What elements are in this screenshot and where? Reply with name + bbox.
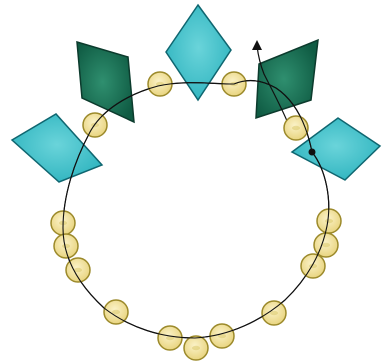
dark-diamond-left [77,42,134,122]
seed-bead-hole [325,219,333,223]
seed-bead-group [51,72,341,360]
seed-bead-hole [270,311,278,315]
seed-bead-hole [74,268,82,272]
seed-bead-hole [322,243,330,247]
thread-arrow-icon [252,40,262,50]
seed-bead-hole [112,310,120,314]
teal-diamond-group [12,5,380,182]
seed-bead-hole [62,244,70,248]
seed-bead-hole [192,346,200,350]
teal-diamond-top [166,5,231,100]
seed-bead-hole [292,126,300,130]
dark-diamond-right [256,40,318,118]
